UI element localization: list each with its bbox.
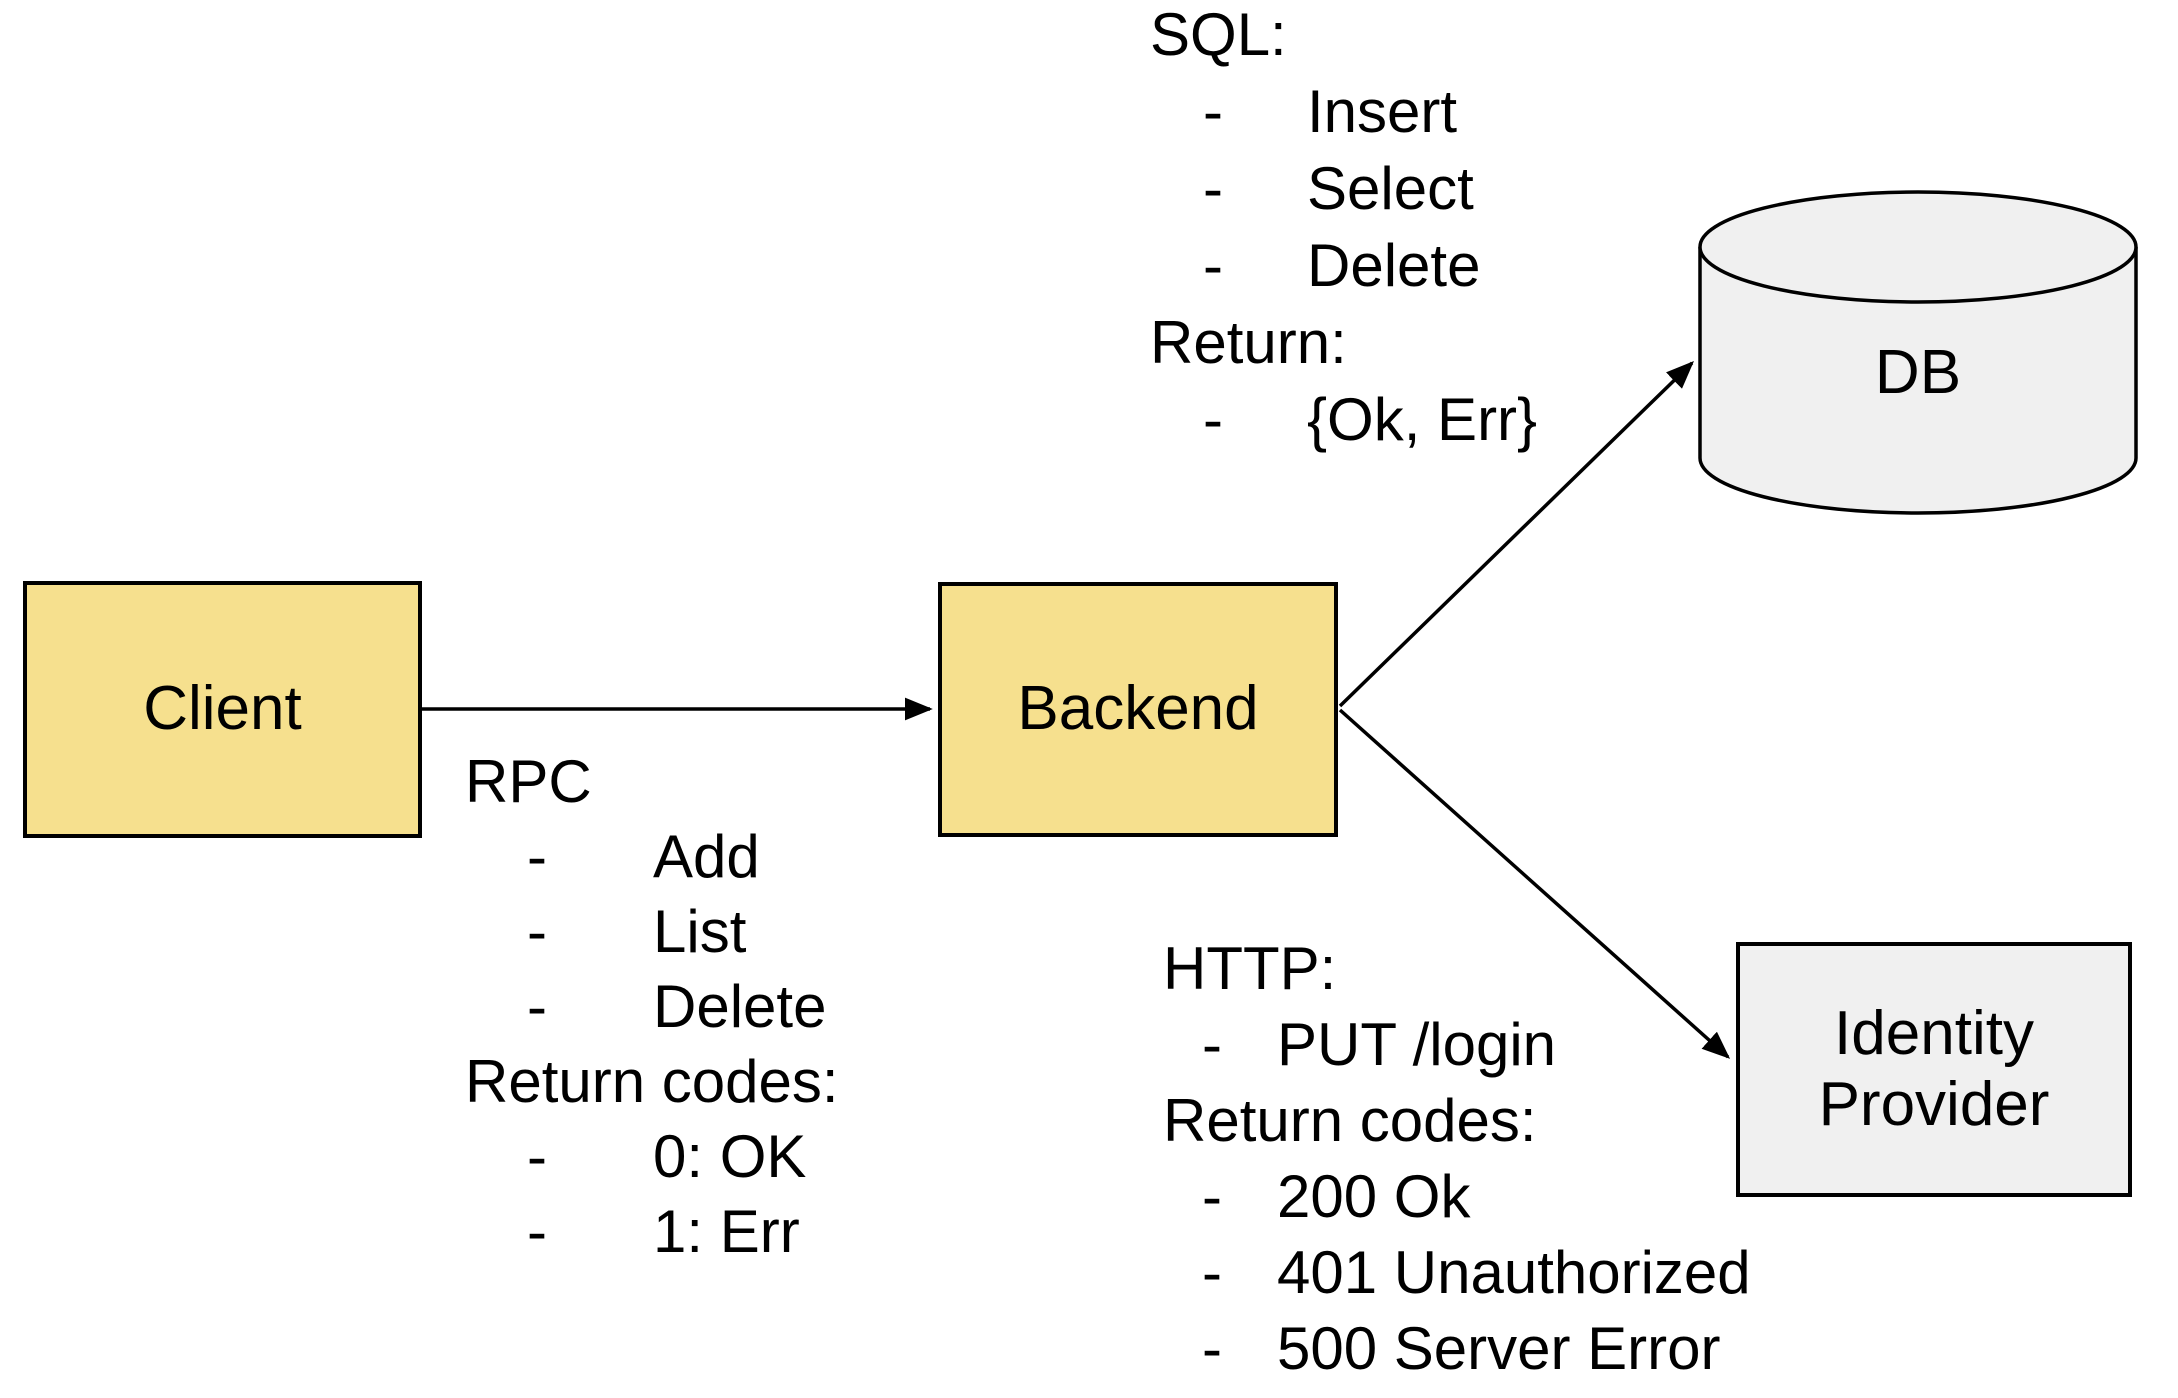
bullet-dash: -: [1202, 1011, 1222, 1078]
client-node-label: Client: [143, 674, 302, 744]
annotation-text: Delete: [1307, 232, 1481, 299]
annotation-text: SQL:: [1150, 1, 1287, 68]
annotation-text: 500 Server Error: [1277, 1315, 1721, 1382]
bullet-dash: -: [527, 973, 547, 1040]
annotation-item: -200 Ok: [1163, 1159, 1751, 1235]
db-cylinder-body: [1698, 247, 2138, 515]
bullet-dash: -: [527, 1198, 547, 1265]
backend-node: Backend: [938, 582, 1338, 837]
identity-provider-node: Identity Provider: [1736, 942, 2132, 1197]
annotation-item: - Delete: [465, 969, 839, 1044]
annotation-text: Return codes:: [1163, 1087, 1537, 1154]
annotation-text: {Ok, Err}: [1307, 386, 1538, 453]
bullet-dash: -: [1203, 232, 1223, 299]
annotation-header: RPC: [465, 744, 839, 819]
annotation-text: Insert: [1307, 78, 1458, 145]
annotation-text: 200 Ok: [1277, 1163, 1471, 1230]
annotation-text: Return:: [1150, 309, 1347, 376]
client-node: Client: [23, 581, 422, 838]
annotation-item: - Insert: [1150, 73, 1537, 150]
annotation-header: Return codes:: [1163, 1083, 1751, 1159]
annotation-header: HTTP:: [1163, 931, 1751, 1007]
bullet-dash: -: [1203, 386, 1223, 453]
annotation-text: 0: OK: [653, 1123, 807, 1190]
annotation-item: -401 Unauthorized: [1163, 1235, 1751, 1311]
annotation-header: Return codes:: [465, 1044, 839, 1119]
edge-backend-db: [1338, 361, 1695, 708]
bullet-dash: -: [527, 1123, 547, 1190]
annotation-text: Delete: [653, 973, 827, 1040]
http-annotation: HTTP: -PUT /login Return codes: -200 Ok …: [1163, 931, 1751, 1387]
annotation-item: - Delete: [1150, 227, 1537, 304]
backend-node-label: Backend: [1017, 674, 1259, 744]
annotation-text: HTTP:: [1163, 935, 1337, 1002]
bullet-dash: -: [1203, 155, 1223, 222]
bullet-dash: -: [1203, 78, 1223, 145]
annotation-header: Return:: [1150, 304, 1537, 381]
annotation-item: - List: [465, 894, 839, 969]
bullet-dash: -: [1202, 1239, 1222, 1306]
annotation-text: PUT /login: [1277, 1011, 1557, 1078]
annotation-text: 1: Err: [653, 1198, 800, 1265]
annotation-item: -PUT /login: [1163, 1007, 1751, 1083]
identity-provider-node-label: Identity Provider: [1818, 999, 2050, 1139]
bullet-dash: -: [527, 823, 547, 890]
db-cylinder-top: [1698, 190, 2138, 304]
annotation-text: Return codes:: [465, 1048, 839, 1115]
bullet-dash: -: [1202, 1163, 1222, 1230]
annotation-text: RPC: [465, 748, 592, 815]
annotation-header: SQL:: [1150, 0, 1537, 73]
annotation-item: - 0: OK: [465, 1119, 839, 1194]
annotation-item: - Add: [465, 819, 839, 894]
rpc-annotation: RPC - Add - List - Delete Return codes: - 0:…: [465, 744, 839, 1269]
sql-annotation: SQL: - Insert - Select - Delete Return: - {O…: [1150, 0, 1537, 458]
annotation-text: List: [653, 898, 747, 965]
annotation-item: -500 Server Error: [1163, 1311, 1751, 1387]
edge-backend-idp: [1338, 708, 1731, 1059]
annotation-item: - {Ok, Err}: [1150, 381, 1537, 458]
db-node-label: DB: [1874, 338, 1962, 407]
annotation-item: - 1: Err: [465, 1194, 839, 1269]
annotation-text: 401 Unauthorized: [1277, 1239, 1751, 1306]
bullet-dash: -: [1202, 1315, 1222, 1382]
annotation-item: - Select: [1150, 150, 1537, 227]
bullet-dash: -: [527, 898, 547, 965]
annotation-text: Select: [1307, 155, 1474, 222]
annotation-text: Add: [653, 823, 760, 890]
